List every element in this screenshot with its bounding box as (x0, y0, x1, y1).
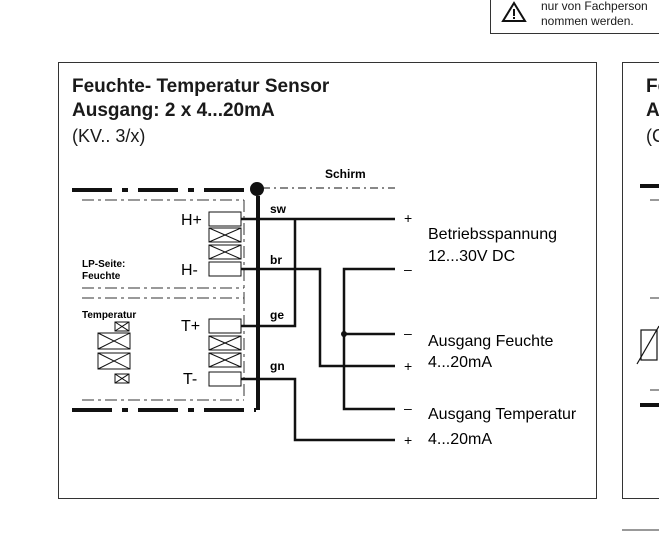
notice-line-2: nommen werden. (541, 14, 634, 28)
terminal-t-minus: T- (183, 371, 197, 388)
junction-dot-minus (341, 331, 347, 337)
terminal-block-humidity (208, 211, 242, 277)
terminal-t-plus: T+ (181, 318, 200, 335)
output-feuchte-name: Ausgang Feuchte (428, 333, 554, 350)
output-supply-range: 12...30V DC (428, 248, 515, 265)
sensor-panel (58, 62, 597, 499)
second-panel (622, 62, 659, 499)
output-feuchte-range: 4...20mA (428, 354, 492, 371)
sign-feuchte-plus: + (404, 358, 412, 374)
wire-label-ge: ge (270, 308, 284, 322)
lp-label-line1: LP-Seite: (82, 259, 125, 270)
sign-temperatur-minus: – (404, 400, 412, 416)
wiring (241, 217, 395, 442)
warning-notice: nur von Fachperson nommen werden. (490, 0, 659, 34)
wire-label-gn: gn (270, 359, 285, 373)
panel2-subtitle-fragment: (C (646, 126, 659, 146)
sign-supply-minus: – (404, 261, 412, 277)
wire-ge (241, 219, 297, 328)
terminal-h-plus: H+ (181, 212, 202, 229)
wire-label-br: br (270, 253, 282, 267)
warning-icon (501, 1, 527, 22)
shield-label: Schirm (325, 167, 366, 181)
wire-br (241, 267, 395, 368)
terminal-block-temperature (208, 318, 242, 387)
wire-label-sw: sw (270, 202, 287, 216)
wire-gn (241, 377, 395, 442)
panel-output-title: Ausgang: 2 x 4...20mA (72, 100, 275, 121)
sign-temperatur-plus: + (404, 432, 412, 448)
terminal-h-minus: H- (181, 262, 198, 279)
panel2-resistor-icon (636, 325, 659, 365)
temperature-resistor-icon (97, 321, 131, 384)
output-temperatur-range: 4...20mA (428, 431, 492, 448)
panel-title: Feuchte- Temperatur Sensor (72, 76, 330, 97)
wire-minus-common (342, 267, 395, 411)
output-supply-name: Betriebsspannung (428, 226, 557, 243)
temperature-label: Temperatur (82, 310, 136, 321)
lp-label-line2: Feuchte (82, 271, 121, 282)
panel-subtitle: (KV.. 3/x) (72, 126, 146, 146)
shield-junction-dot (250, 182, 264, 196)
sign-supply-plus: + (404, 210, 412, 226)
output-temperatur-name: Ausgang Temperatur (428, 406, 577, 423)
notice-line-1: nur von Fachperson (541, 0, 648, 13)
panel2-title-fragment: Fe (646, 76, 659, 97)
sign-feuchte-minus: – (404, 325, 412, 341)
panel2-output-fragment: Au (646, 100, 659, 121)
